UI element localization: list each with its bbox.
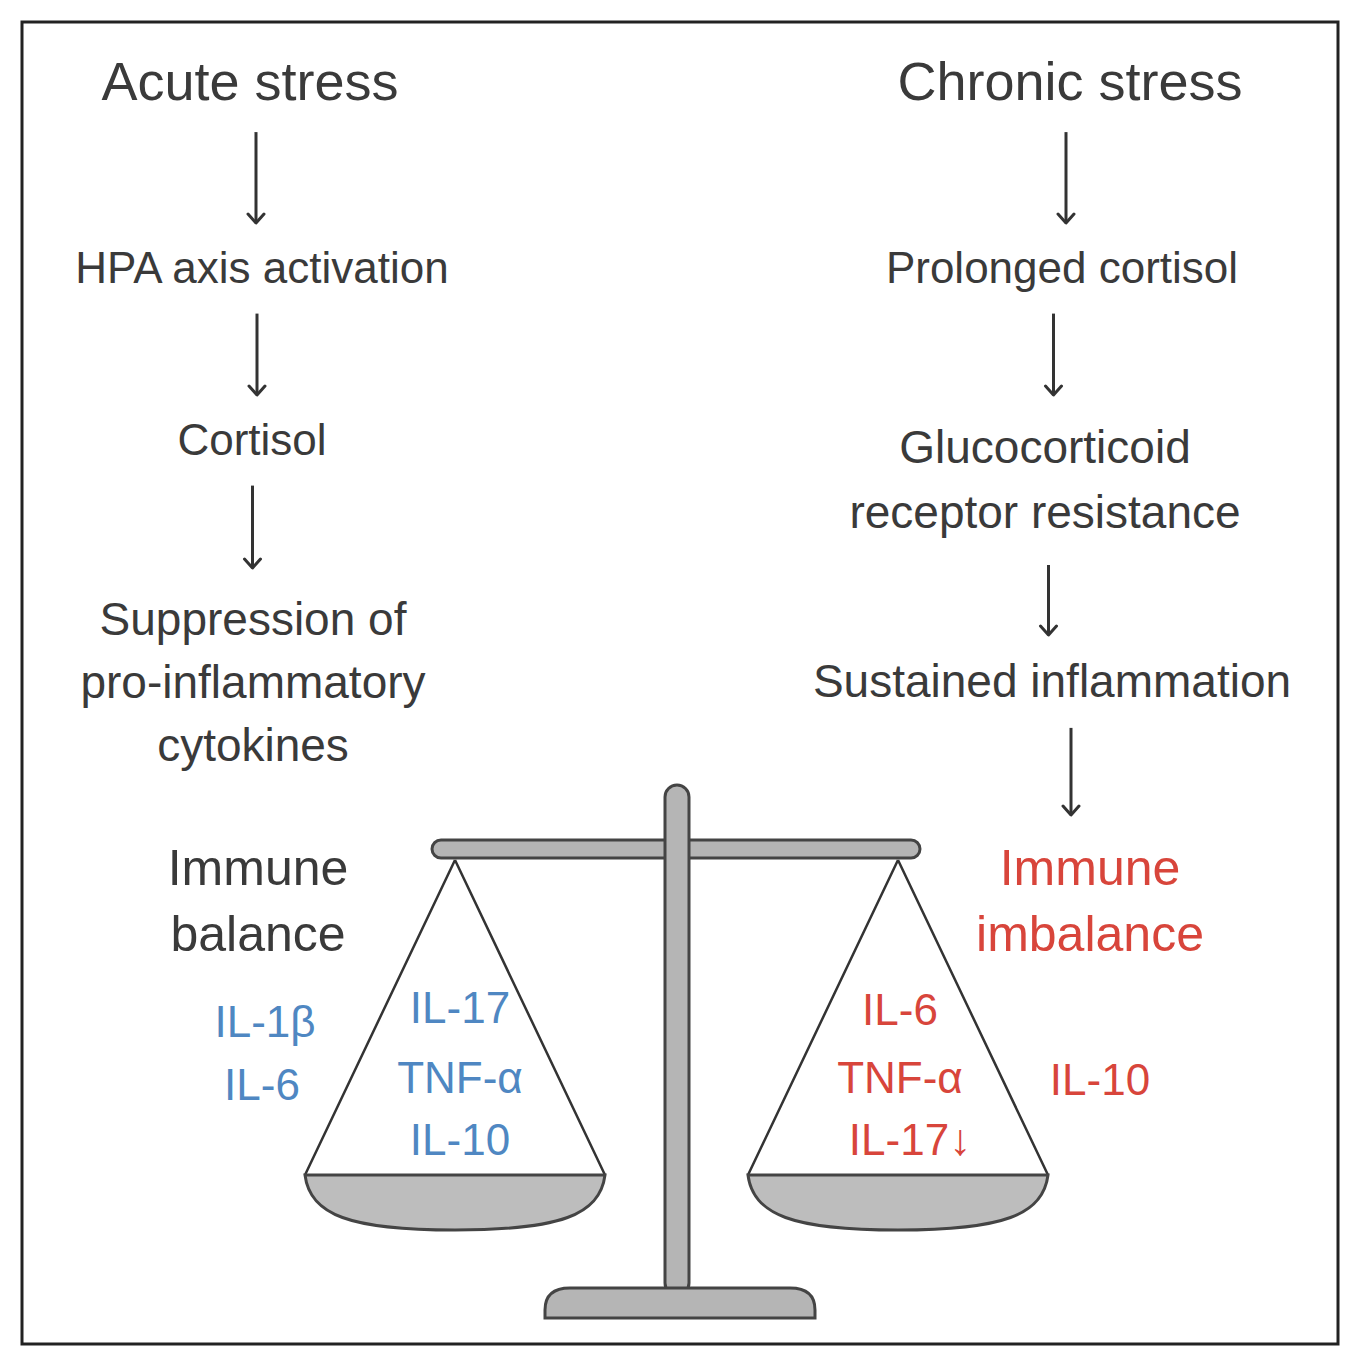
scale-base (545, 1288, 815, 1318)
state-label: Immune balance (128, 835, 388, 967)
cytokine-label: IL-10 (1050, 1055, 1150, 1105)
flow-step: Sustained inflammation (772, 655, 1332, 708)
flow-arrow (255, 132, 258, 223)
step-text: Acute stress (0, 50, 500, 112)
flow-arrow (1052, 314, 1055, 395)
scale-post (665, 785, 689, 1295)
pan-outline (300, 855, 610, 1235)
step-text: Sustained inflammation (772, 655, 1332, 708)
step-text: Cortisol (52, 415, 452, 466)
flow-step: Prolonged cortisol (812, 243, 1312, 294)
flow-step: Immune imbalance (950, 835, 1230, 967)
flow-arrow (1065, 132, 1068, 223)
pan-bowl (748, 1175, 1048, 1230)
cytokine-label: IL-6 (224, 1060, 300, 1110)
cytokine-label: TNF-α (837, 1053, 963, 1103)
flow-arrow (251, 486, 254, 568)
flow-step: HPA axis activation (12, 243, 512, 294)
step-text: HPA axis activation (12, 243, 512, 294)
flow-arrow (256, 314, 259, 395)
cytokine-label: IL-17↓ (849, 1115, 971, 1165)
scale-pan: IL-6TNF-αIL-17↓ (743, 855, 1053, 1235)
flow-arrow (1070, 728, 1073, 815)
flow-step: Glucocorticoid receptor resistance (825, 415, 1265, 545)
pan-bowl (305, 1175, 605, 1230)
cytokine-label: IL-17 (410, 983, 510, 1033)
step-text: Glucocorticoid receptor resistance (825, 415, 1265, 545)
pan-string (305, 860, 605, 1175)
cytokine-label: IL-10 (410, 1115, 510, 1165)
flow-step: Acute stress (0, 50, 500, 112)
flow-step: Chronic stress (810, 50, 1330, 112)
cytokine-label: TNF-α (397, 1053, 523, 1103)
step-text: Prolonged cortisol (812, 243, 1312, 294)
step-text: Chronic stress (810, 50, 1330, 112)
step-text: Immune imbalance (950, 835, 1230, 967)
pan-outline (743, 855, 1053, 1235)
scale-pan: IL-17TNF-αIL-10 (300, 855, 610, 1235)
step-text: Suppression of pro-inflammatory cytokine… (63, 588, 443, 777)
flow-arrow (1047, 565, 1050, 635)
flow-step: Suppression of pro-inflammatory cytokine… (63, 588, 443, 777)
pan-string (748, 860, 1048, 1175)
frame-border (22, 22, 1338, 1344)
flow-step: Cortisol (52, 415, 452, 466)
cytokine-label: IL-6 (862, 985, 938, 1035)
cytokine-label: IL-1β (214, 997, 315, 1047)
